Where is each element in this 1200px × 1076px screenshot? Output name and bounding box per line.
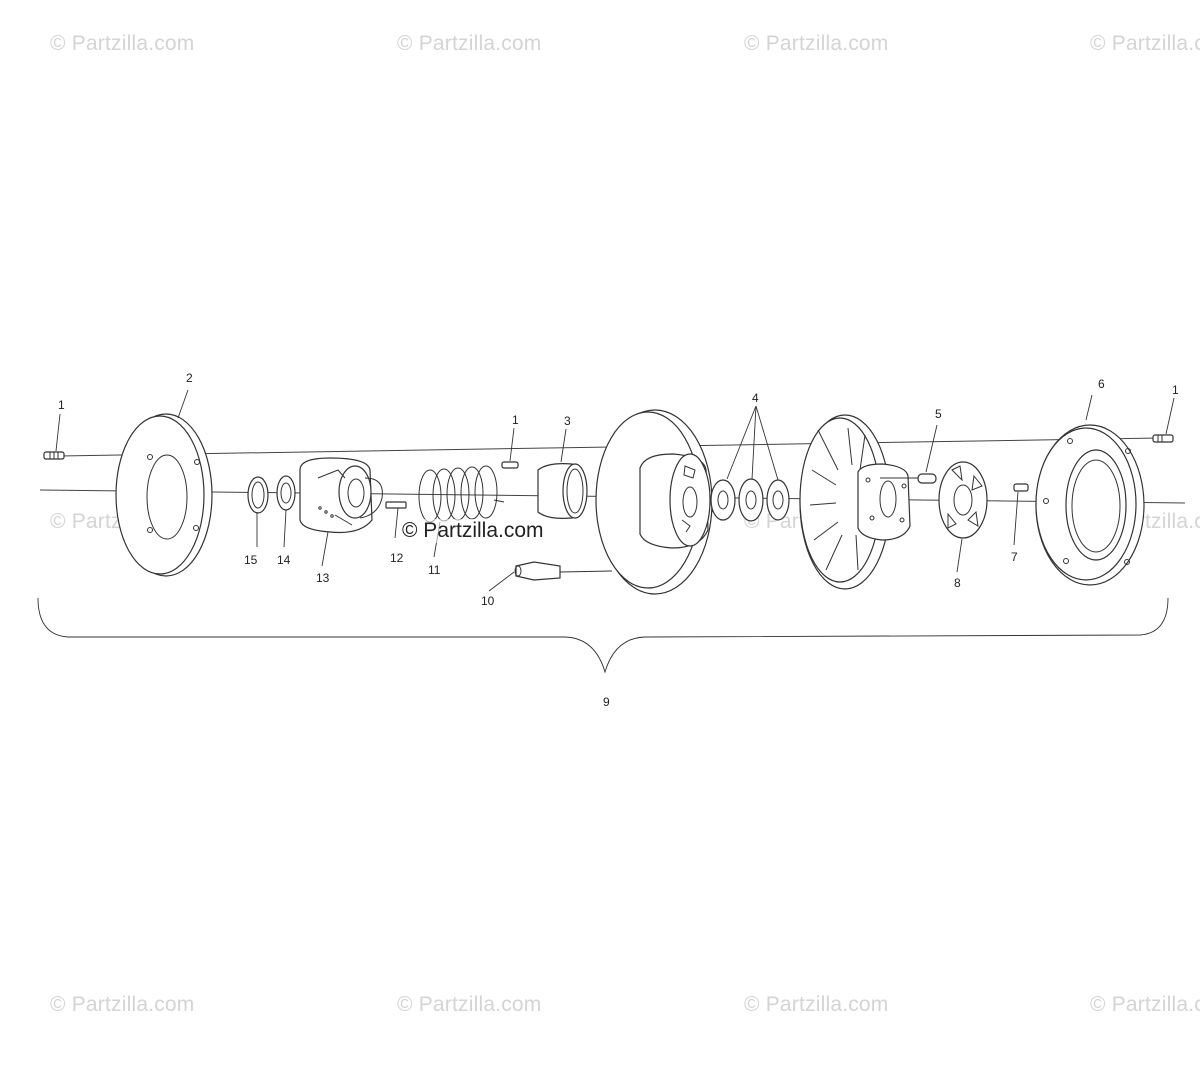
- leader-lines: [55, 389, 1175, 592]
- part-13-cam: [299, 457, 383, 534]
- callout-9: 9: [603, 695, 610, 709]
- part-12-key: [385, 501, 407, 509]
- callout-13: 13: [316, 571, 330, 585]
- callout-5: 5: [935, 407, 942, 421]
- watermark: © Partzilla.com: [744, 32, 889, 55]
- stationary-sheave: [595, 409, 719, 595]
- part-7-screw: [1013, 483, 1029, 492]
- part-4-washers: [710, 478, 790, 522]
- callout-12: 12: [390, 551, 404, 565]
- center-watermark: © Partzilla.com: [402, 519, 544, 543]
- callout-7: 7: [1011, 550, 1018, 564]
- part-15-snap-ring: [247, 476, 269, 514]
- part-5-roller: [880, 473, 937, 484]
- callout-1: 1: [512, 413, 519, 427]
- part-6-cover-plate: [1035, 424, 1145, 586]
- callout-15: 15: [244, 553, 258, 567]
- callout-1: 1: [58, 398, 65, 412]
- watermark: © Partzilla.com: [1090, 993, 1200, 1016]
- callout-3: 3: [564, 414, 571, 428]
- part-1-bolt-left: [43, 451, 65, 460]
- part-10-pin: [514, 561, 613, 581]
- watermark: © Partzilla.com: [744, 993, 889, 1016]
- part-14-washer: [276, 475, 296, 511]
- callout-1: 1: [1172, 383, 1179, 397]
- watermark: © Partzilla.com: [397, 32, 542, 55]
- part-1-bolt-right: [1152, 434, 1174, 443]
- callout-8: 8: [954, 576, 961, 590]
- part-8-spider: [938, 461, 988, 539]
- callout-4: 4: [752, 391, 759, 405]
- part-3-bushing: [537, 463, 588, 519]
- moveable-sheave: [799, 414, 911, 590]
- assembly-brace: [37, 597, 1169, 674]
- part-1-bolt-middle: [501, 461, 519, 469]
- watermark: © Partzilla.com: [397, 993, 542, 1016]
- callout-14: 14: [277, 553, 291, 567]
- watermark: © Partzilla.com: [1090, 32, 1200, 55]
- part-2-cover-plate: [115, 413, 213, 577]
- callout-10: 10: [481, 594, 495, 608]
- callout-11: 11: [428, 563, 441, 577]
- watermark: © Partzilla.com: [50, 32, 195, 55]
- watermark: © Partzilla.com: [50, 993, 195, 1016]
- callout-6: 6: [1098, 377, 1105, 391]
- callout-2: 2: [186, 371, 193, 385]
